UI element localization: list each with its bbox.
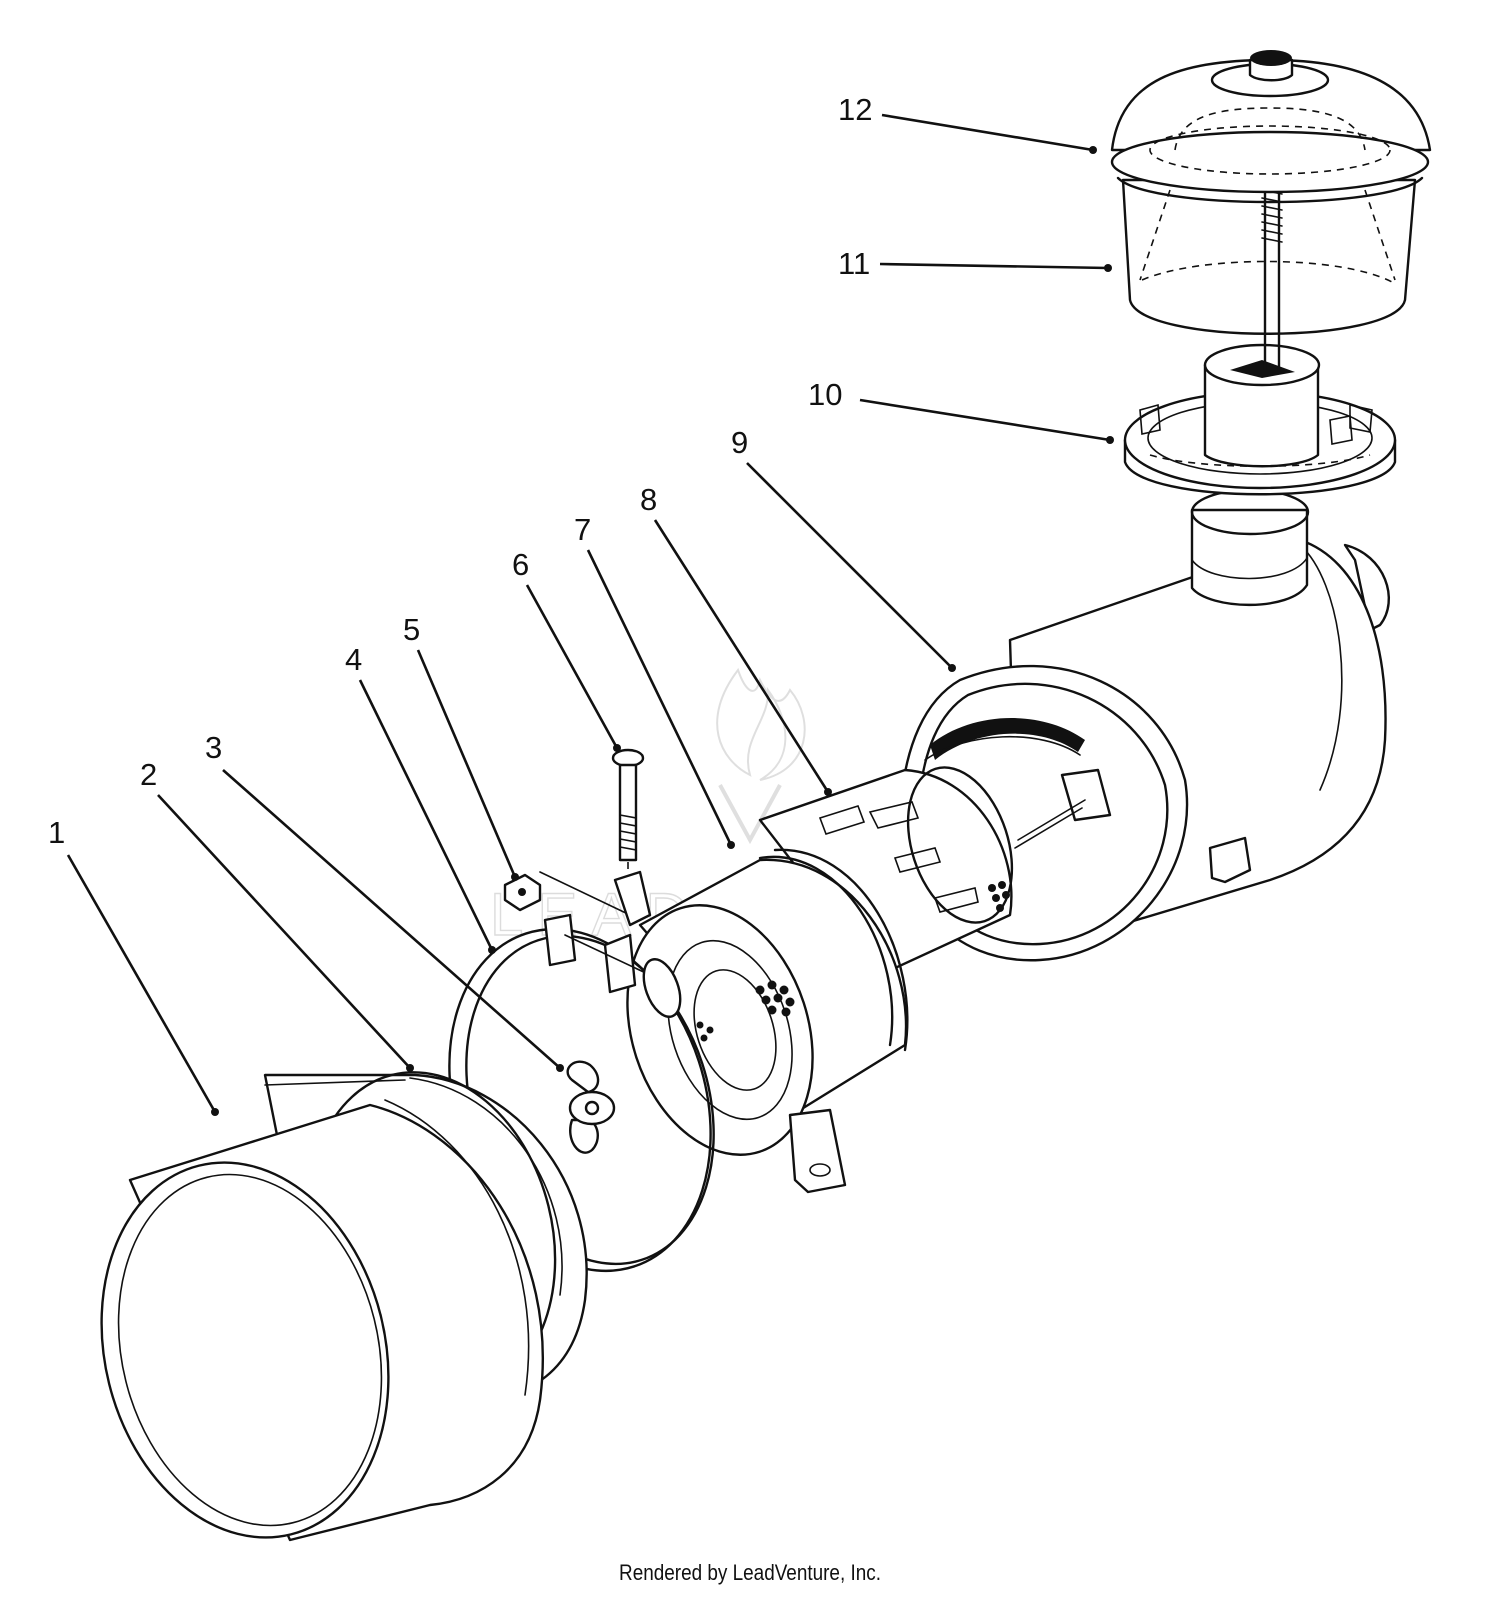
leader-11	[879, 262, 1109, 270]
part-1-end-cover	[100, 1079, 545, 1542]
callout-9: 9	[731, 425, 748, 460]
leader-9	[746, 462, 953, 669]
callout-2: 2	[140, 757, 157, 792]
callout-8: 8	[640, 482, 657, 517]
part-3-wing-nut	[566, 1060, 616, 1154]
leader-2	[157, 794, 411, 1069]
part-5-nut	[503, 870, 652, 927]
callout-7: 7	[574, 512, 591, 547]
leader-lines	[66, 113, 1114, 1116]
leader-3	[222, 769, 561, 1069]
part-10-precleaner-base	[1123, 343, 1397, 496]
leader-5	[416, 649, 517, 878]
leader-8	[653, 519, 830, 793]
callout-labels: 1 2 3 4 5 6 7 8 9 10 11 12	[48, 92, 872, 850]
footer-credit: Rendered by LeadVenture, Inc.	[619, 1560, 881, 1585]
callout-12: 12	[838, 92, 872, 127]
callout-11: 11	[838, 246, 870, 281]
part-9-air-cleaner-housing	[898, 488, 1390, 962]
leader-10	[859, 398, 1111, 442]
leader-4	[358, 679, 494, 951]
part-7-outer-filter-element	[626, 848, 909, 1194]
callout-1: 1	[48, 815, 65, 850]
part-12-dome-cover	[1110, 50, 1432, 204]
callout-10: 10	[808, 377, 842, 412]
part-11-dust-bowl	[1121, 178, 1417, 372]
part-8-inner-filter-element	[758, 766, 1014, 977]
leader-12	[881, 113, 1094, 152]
callout-6: 6	[512, 547, 529, 582]
leader-7	[586, 549, 733, 846]
callout-5: 5	[403, 612, 420, 647]
callout-4: 4	[345, 642, 362, 677]
leader-1	[66, 854, 217, 1113]
part-6-bolt	[611, 748, 645, 890]
leader-6	[525, 584, 619, 749]
callout-3: 3	[205, 730, 222, 765]
